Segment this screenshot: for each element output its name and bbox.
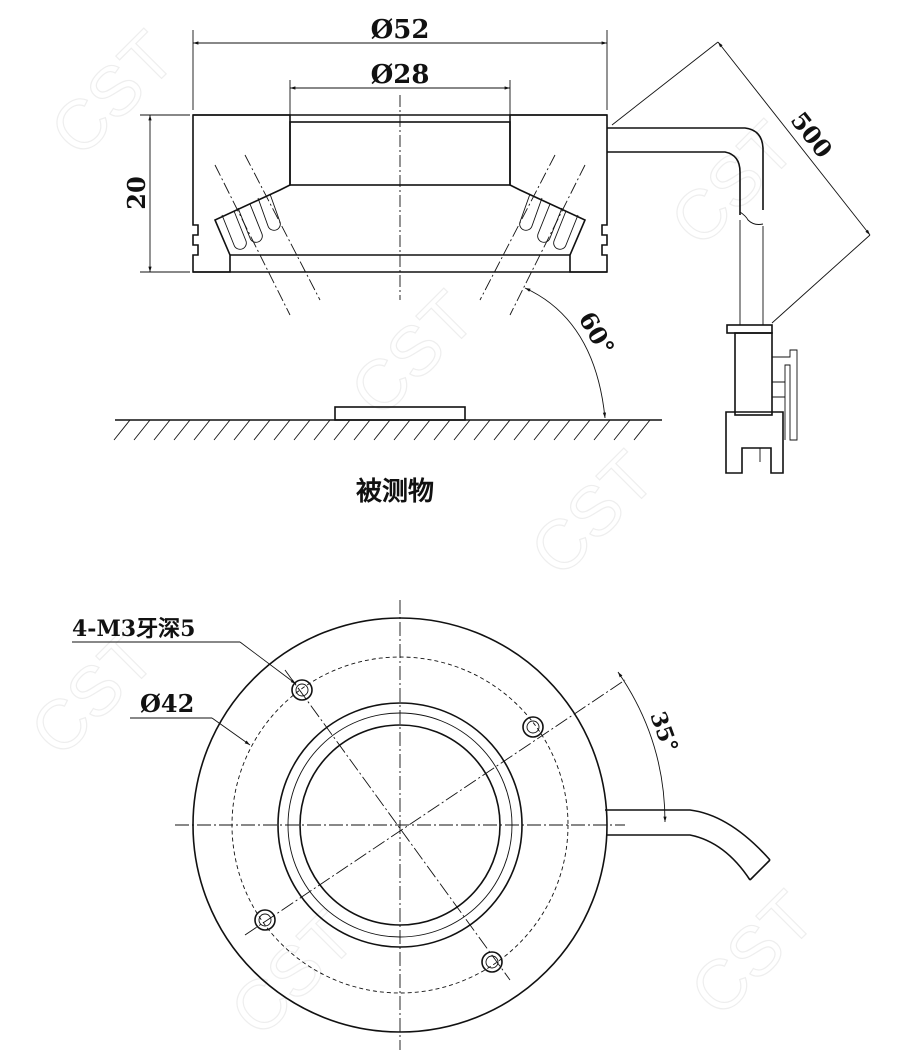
ground-hatch-line [173,419,191,441]
ground-hatch-line [553,419,571,441]
ground-hatch-line [373,419,391,441]
watermarks: CST CST CST CST CST CST CST [15,16,830,1051]
ground-hatch-line [193,419,211,441]
ground-hatch-line [493,419,511,441]
ground-hatch-line [253,419,271,441]
bolt-circle-label: Ø42 [140,689,194,718]
body-section [509,114,608,273]
ground-hatch-line [633,419,651,441]
ground-hatch-line [213,419,231,441]
height-label: 20 [122,176,151,209]
ground-hatch-line [433,419,451,441]
ground-hatch-line [353,419,371,441]
ground-hatch-line [293,419,311,441]
side-view: Ø52 Ø28 20 500 60° 被测物 [113,15,871,507]
bottom-view: 4-M3牙深5 Ø42 35° [72,600,771,1050]
watermark: CST [675,876,829,1030]
ground-hatch-line [393,419,411,441]
measured-object [334,406,466,421]
ground-hatch-line [113,419,131,441]
ground-hatch-line [473,419,491,441]
ground-hatch-line [153,419,171,441]
ground-hatch-line [573,419,591,441]
watermark: CST [515,436,669,590]
thread-label: 4-M3牙深5 [72,616,195,642]
watermark: CST [35,16,189,170]
ground-hatch-line [593,419,611,441]
ground-hatch-line [233,419,251,441]
ground-hatch-line [613,419,631,441]
ground-hatch [113,419,651,441]
inner-diameter-label: Ø28 [371,60,430,90]
ground-hatch-line [533,419,551,441]
ground-hatch-line [453,419,471,441]
angle-35-label: 35° [644,708,683,756]
mounting-holes [254,679,544,973]
ground-hatch-line [333,419,351,441]
ground-hatch-line [273,419,291,441]
watermark: CST [215,896,369,1050]
ground-hatch-line [133,419,151,441]
body-section [192,114,291,273]
object-label: 被测物 [356,477,434,507]
ground-hatch-line [313,419,331,441]
angle-60-label: 60° [573,307,621,361]
outer-diameter-label: Ø52 [371,15,430,45]
ground-hatch-line [413,419,431,441]
ground-hatch-line [513,419,531,441]
